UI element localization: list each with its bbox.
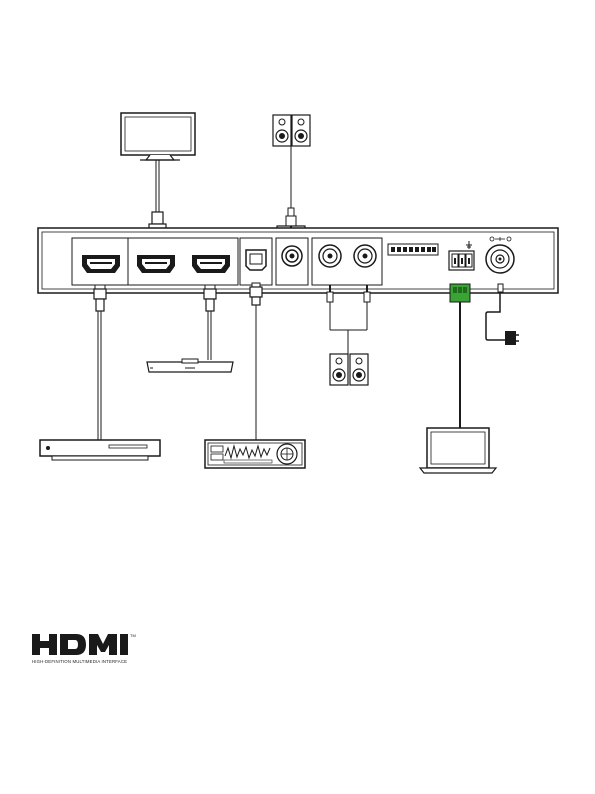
optical-cable [250, 283, 262, 440]
rca-cable [327, 285, 370, 354]
soundbar-icon [147, 359, 233, 372]
trademark-label: TM [130, 633, 136, 638]
speaker-icon-bottom [330, 354, 368, 385]
hdmi-port-in-1 [137, 255, 175, 273]
hdmi-tagline: HIGH-DEFINITION MULTIMEDIA INTERFACE [32, 659, 127, 664]
laptop-icon [420, 428, 496, 473]
hdmi-port-out [82, 255, 120, 273]
audio-jack-port [276, 238, 308, 285]
dip-switch-icon [388, 244, 438, 255]
hdmi-logo: TM HIGH-DEFINITION MULTIMEDIA INTERFACE [32, 633, 136, 664]
hdmi-cable-soundbar [204, 285, 216, 360]
power-adapter-icon [505, 331, 519, 345]
receiver-icon [205, 440, 305, 468]
speaker-icon [273, 115, 310, 146]
tv-icon [121, 113, 195, 160]
optical-port [240, 238, 272, 285]
hdmi-port-in-2 [192, 255, 230, 273]
media-player-icon [40, 440, 160, 460]
audio-cable-top [277, 146, 305, 236]
rca-ports [312, 238, 382, 285]
hdmi-cable-player [94, 285, 106, 440]
control-cable [450, 284, 470, 428]
main-unit [38, 228, 558, 293]
